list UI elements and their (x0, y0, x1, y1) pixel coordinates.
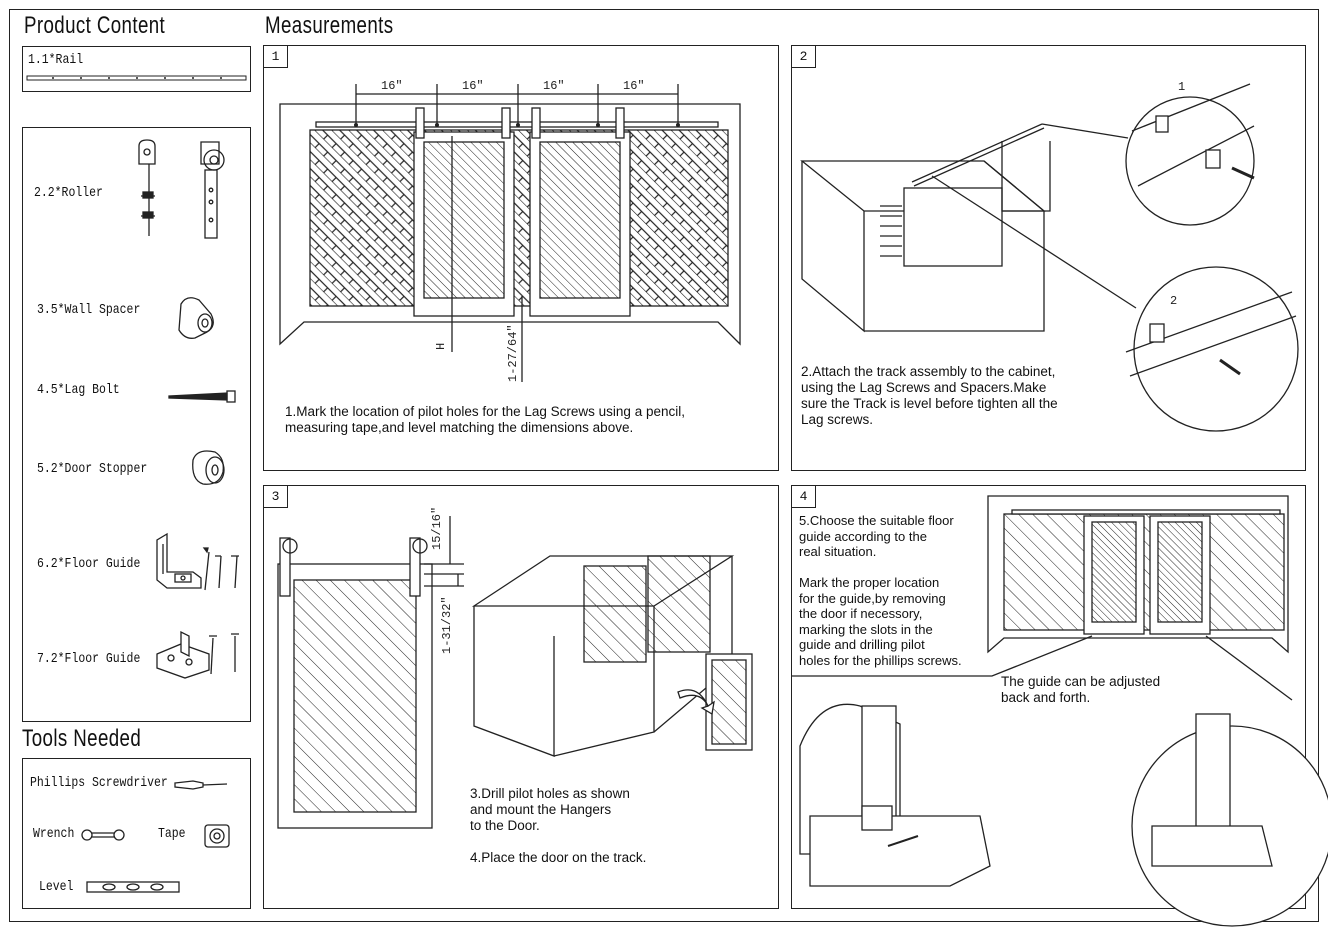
roller-icon (138, 139, 225, 239)
step-number: 4 (792, 486, 816, 508)
step-1-instruction: 1.Mark the location of pilot holes for t… (285, 404, 685, 435)
dimension-label: 16" (381, 79, 403, 93)
lag-bolt-icon (168, 390, 236, 403)
product-content-heading: Product Content (24, 12, 166, 39)
product-item-label: 3.5*Wall Spacer (37, 302, 141, 318)
page-frame (9, 9, 1319, 922)
step-4-diagram (792, 495, 1328, 927)
tape-measure-icon (204, 824, 230, 848)
wrench-icon (81, 829, 125, 841)
product-item-label: 1.1*Rail (28, 52, 84, 68)
step-number: 2 (792, 46, 816, 68)
dimension-label: 1-31/32" (440, 596, 454, 654)
step-number: 3 (264, 486, 288, 508)
product-item-label: 4.5*Lag Bolt (37, 382, 120, 398)
tool-label: Level (39, 879, 74, 895)
rail-icon (26, 75, 247, 81)
product-item-label: 5.2*Door Stopper (37, 461, 148, 477)
step-3-diagram: 15/16" 1-31/32" (277, 507, 753, 829)
step-4-instruction: 5.Choose the suitable floor guide accord… (799, 513, 962, 668)
step-3-panel: 3 (263, 485, 779, 909)
step-4-note: The guide can be adjusted back and forth… (1001, 674, 1161, 705)
tools-needed-heading: Tools Needed (22, 725, 142, 752)
callout-label: 2 (1170, 294, 1177, 308)
step-2-instruction: 2.Attach the track assembly to the cabin… (801, 364, 1058, 427)
step-4-panel: 4 (791, 485, 1328, 927)
product-illustrations (138, 139, 239, 679)
level-icon (86, 881, 180, 893)
product-item-label: 7.2*Floor Guide (37, 651, 141, 667)
dimension-label: 15/16" (430, 507, 444, 550)
gap-label: 1-27/64" (506, 324, 520, 382)
tools-box: Phillips Screwdriver Wrench Tape Level (22, 758, 251, 909)
step-1-panel: 1 (263, 45, 779, 471)
step-3-instruction: 3.Drill pilot holes as shown and mount t… (470, 786, 647, 865)
height-label: H (434, 343, 448, 350)
product-item-label: 2.2*Roller (34, 185, 103, 201)
dimension-label: 16" (462, 79, 484, 93)
step-2-panel: 2 1 2 (791, 45, 1306, 471)
wall-spacer-icon (178, 297, 214, 339)
tool-label: Tape (158, 826, 186, 842)
floor-guide-icon (156, 630, 239, 679)
product-items-box: 2.2*Roller 3.5*Wall Spacer 4.5*Lag Bolt … (22, 127, 251, 722)
product-item-label: 6.2*Floor Guide (37, 556, 141, 572)
floor-guide-icon (156, 532, 239, 591)
callout-label: 1 (1178, 80, 1185, 94)
step-2-diagram: 1 2 (800, 80, 1299, 432)
dimension-label: 16" (543, 79, 565, 93)
dimension-label: 16" (623, 79, 645, 93)
tool-label: Wrench (33, 826, 75, 842)
rail-item-box: 1.1*Rail (22, 46, 251, 92)
step-1-diagram: 16" 16" 16" 16" H 1-27/64" (279, 79, 741, 382)
door-stopper-icon (192, 450, 225, 485)
measurements-heading: Measurements (265, 12, 394, 39)
screwdriver-icon (174, 780, 228, 790)
step-number: 1 (264, 46, 288, 68)
tool-label: Phillips Screwdriver (30, 775, 168, 791)
